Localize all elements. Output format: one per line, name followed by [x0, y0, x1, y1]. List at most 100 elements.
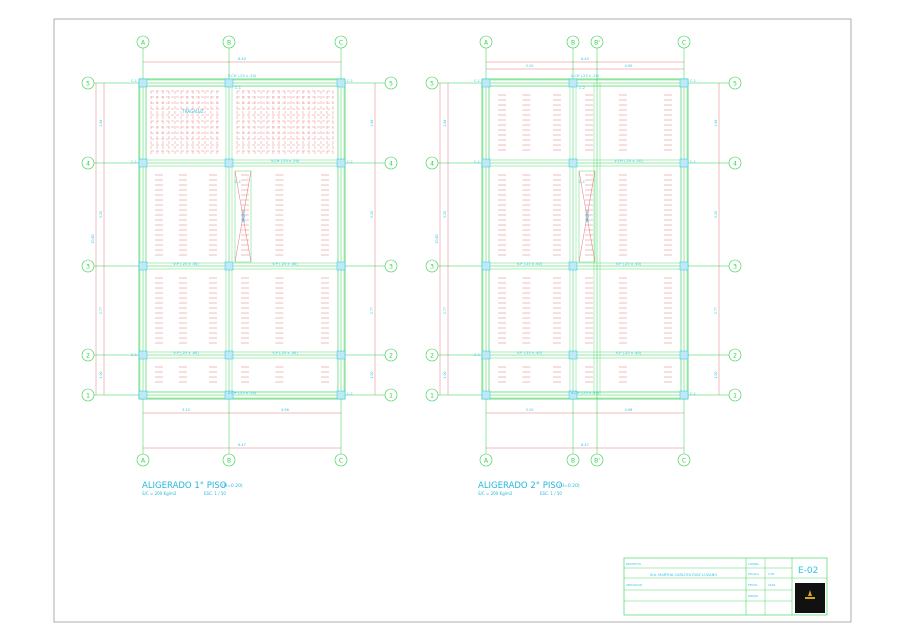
- dim-side-part: 2.64: [370, 119, 374, 126]
- column: [481, 261, 491, 271]
- column-label: C-1: [690, 79, 696, 83]
- dim-side-part: 3.20: [99, 211, 103, 218]
- column: [568, 158, 578, 168]
- column-label: C-1: [347, 160, 353, 164]
- tb-field-location: UBICACION: [626, 583, 642, 587]
- column: [138, 390, 148, 400]
- column-label: C-1: [690, 392, 696, 396]
- dim-side-part: 1.00: [714, 371, 718, 378]
- axis-label-bottom: B: [571, 458, 575, 465]
- logo-icon: [808, 590, 812, 596]
- beam-label: V-CH (.25 x .20): [228, 74, 257, 78]
- column: [679, 78, 689, 88]
- axis-label-left: 5: [86, 81, 90, 88]
- axis-bubble-left: [81, 259, 95, 273]
- tb-field-date: FECHA: [748, 583, 757, 587]
- axis-bubble-left: [81, 76, 95, 90]
- axis-bubble-bottom: [334, 453, 348, 467]
- axis-label-left: 4: [86, 161, 90, 168]
- tb-date-value: 2018: [768, 583, 775, 587]
- axis-bubble-right: [384, 76, 398, 90]
- axis-label-bottom: C: [682, 458, 686, 465]
- beam-label: V-P (.25 x .40): [272, 351, 298, 355]
- column-label: C-1: [131, 79, 137, 83]
- axis-bubble-right: [728, 156, 742, 170]
- dim-bottom-part: 4.96: [625, 408, 633, 412]
- dim-bottom-part: 3.10: [182, 408, 190, 412]
- axis-bubble-top: [479, 35, 493, 49]
- column-label: C-1: [690, 160, 696, 164]
- sheet-code: E-02: [798, 566, 818, 576]
- void-box: [234, 170, 252, 263]
- dim-side-part: 3.20: [443, 211, 447, 218]
- axis-bubble-left: [425, 76, 439, 90]
- column-label: C-1: [235, 86, 241, 90]
- plan-1-scale: ESC. 1 / 50: [204, 491, 226, 496]
- tb-scale-value: 1/50: [768, 572, 775, 576]
- axis-bubble-top: [222, 35, 236, 49]
- dim-side-total: 10.60: [435, 234, 439, 243]
- axis-label-right: 5: [733, 81, 737, 88]
- dim-side-total: 10.60: [91, 234, 95, 243]
- column-label: C-2: [579, 86, 585, 90]
- axis-bubble-left: [425, 156, 439, 170]
- column-label: C-1: [474, 160, 480, 164]
- column-label: C-1: [579, 180, 585, 184]
- column: [679, 390, 689, 400]
- axis-bubble-top: [677, 35, 691, 49]
- dim-bottom-total: 8.47: [581, 443, 589, 447]
- axis-label-bottom: B: [227, 458, 231, 465]
- column: [336, 261, 346, 271]
- slab-outline: [138, 78, 346, 400]
- beam-label: V-CH (.25 x .20): [271, 159, 300, 163]
- plan-2-title: ALIGERADO 2° PISO: [478, 481, 563, 491]
- axis-bubble-right: [728, 388, 742, 402]
- axis-bubble-bottom: [677, 453, 691, 467]
- column: [679, 261, 689, 271]
- axis-label-bottom: A: [484, 458, 489, 465]
- axis-label-top: B': [594, 40, 600, 47]
- column-label: C-1: [131, 160, 137, 164]
- axis-bubble-left: [81, 348, 95, 362]
- column: [679, 350, 689, 360]
- column-label: C-1: [347, 79, 353, 83]
- axis-label-bottom: C: [339, 458, 343, 465]
- tb-field-project: PROYECTO: [626, 562, 642, 566]
- dim-side-part: 3.20: [370, 211, 374, 218]
- void-cross: [578, 170, 596, 263]
- beam-label: V-CH (.25 x .20): [571, 391, 600, 395]
- column: [336, 350, 346, 360]
- column: [224, 390, 234, 400]
- column: [224, 350, 234, 360]
- column: [336, 390, 346, 400]
- plan-1-load: S/C = 200 Kg/m2: [142, 491, 177, 496]
- axis-label-left: 3: [430, 264, 434, 271]
- axis-label-top: A: [484, 40, 489, 47]
- column: [138, 350, 148, 360]
- void-label: VACIO: [585, 210, 590, 222]
- axis-bubble-bottom: [222, 453, 236, 467]
- dim-bottom-part: 4.96: [281, 408, 289, 412]
- column: [224, 78, 234, 88]
- beam-label: V-P (.25 x .40): [616, 262, 642, 266]
- axis-bubble-right: [384, 156, 398, 170]
- axis-label-right: 4: [733, 161, 737, 168]
- axis-bubble-top: [566, 35, 580, 49]
- title-block: Sra. MARTHA CARLOTA RUIZ LOZANO PROYECTO…: [623, 557, 828, 616]
- axis-bubble-bottom: [590, 453, 604, 467]
- axis-label-left: 4: [430, 161, 434, 168]
- tb-field-drawing: DIBUJO: [748, 594, 759, 598]
- axis-label-top: A: [141, 40, 146, 47]
- void-cross: [234, 170, 252, 263]
- axis-bubble-top: [136, 35, 150, 49]
- axis-bubble-top: [590, 35, 604, 49]
- axis-label-right: 1: [733, 393, 737, 400]
- axis-label-left: 2: [86, 353, 90, 360]
- column: [481, 350, 491, 360]
- axis-bubble-bottom: [136, 453, 150, 467]
- axis-label-right: 3: [389, 264, 393, 271]
- axis-label-right: 4: [389, 161, 393, 168]
